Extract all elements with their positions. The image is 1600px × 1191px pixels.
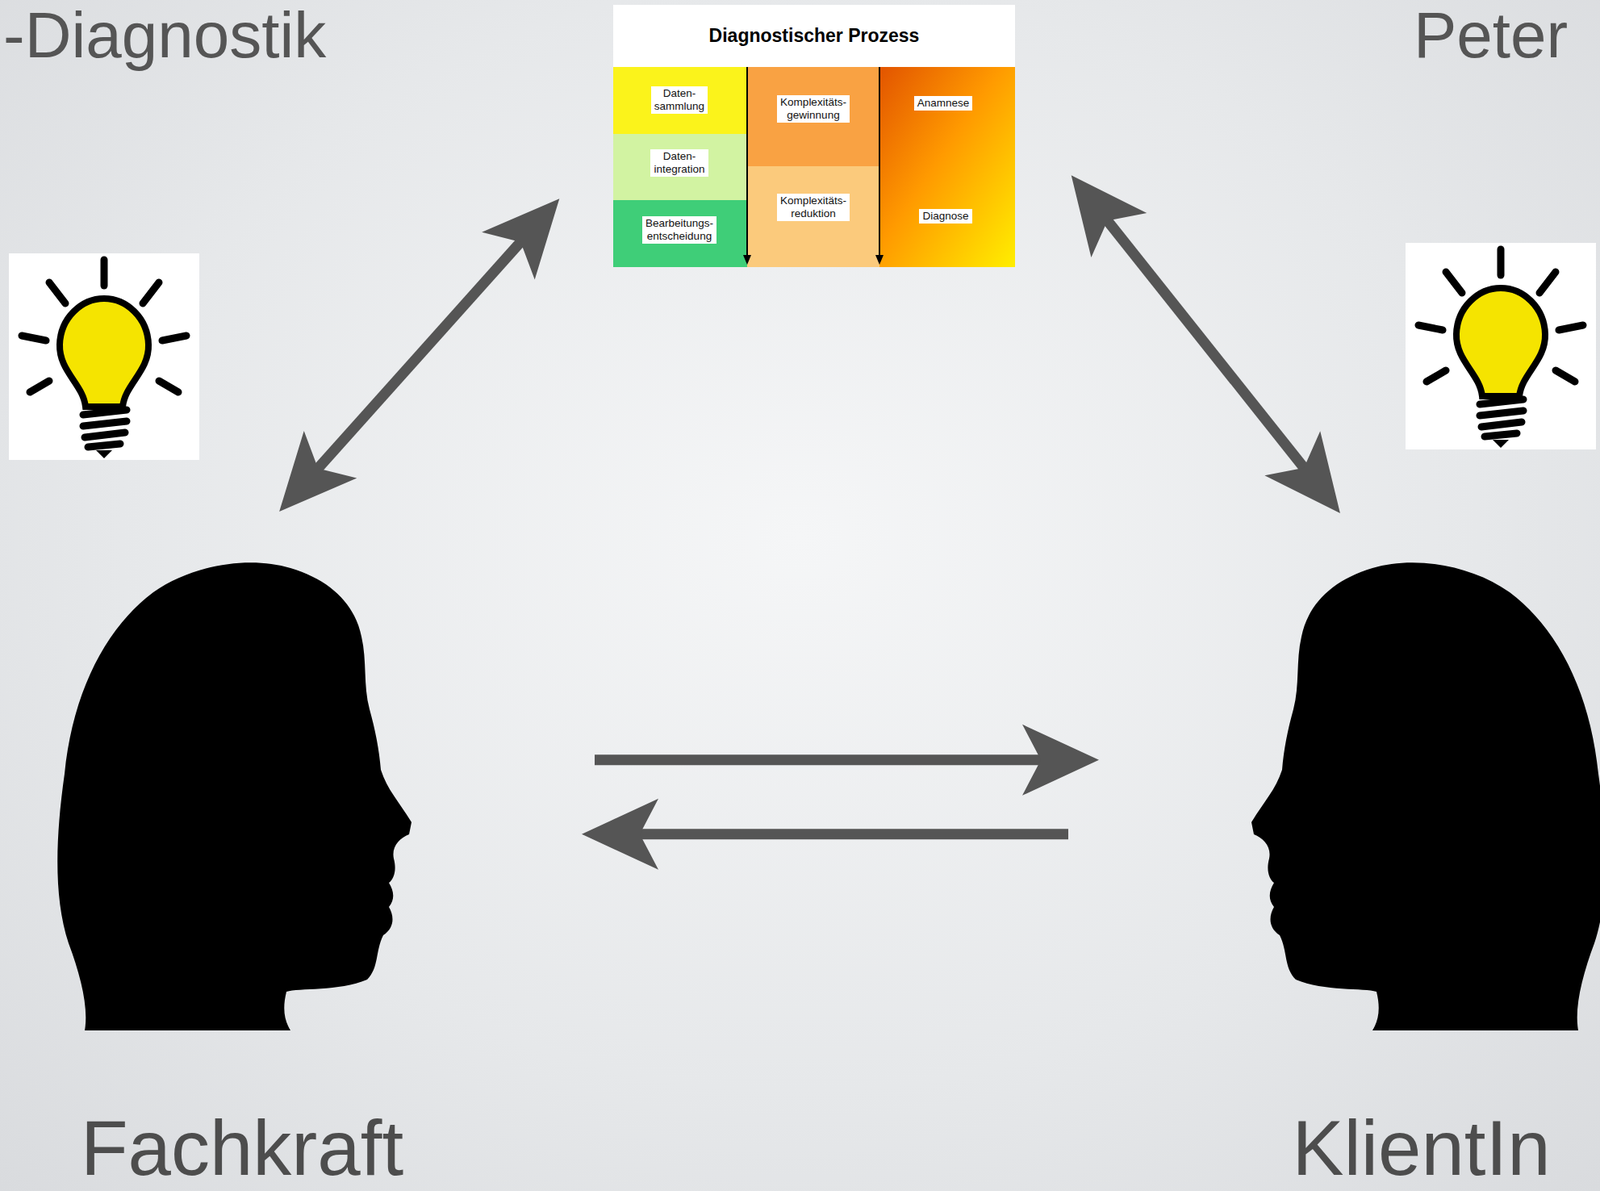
band (613, 133, 748, 201)
band (879, 66, 1016, 268)
connector-line (636, 828, 1069, 840)
step-box: Anamnese (914, 96, 974, 111)
head-silhouette (1251, 562, 1600, 1031)
person-node: KlientIn (1242, 516, 1600, 1191)
band (747, 166, 880, 268)
lightbulb-icon (1405, 242, 1596, 450)
step-box: Daten- sammlung (651, 86, 708, 113)
step-label: Anamnese (917, 96, 970, 110)
flow-head (875, 254, 884, 265)
connector-line (315, 239, 523, 471)
chart-title: Diagnostischer Prozess (613, 4, 1016, 67)
step-label: Komplexitäts- reduktion (780, 194, 847, 220)
chart-title-area (613, 4, 1016, 67)
step-box: Komplexitäts- reduktion (777, 193, 850, 221)
connector-line (1105, 217, 1307, 470)
connector-line (594, 754, 1045, 765)
band (747, 66, 880, 167)
process-panel: Diagnostischer ProzessDaten- sammlungDat… (613, 4, 1016, 268)
head-silhouette (57, 562, 412, 1031)
flow-line (878, 66, 881, 257)
arrow-head (481, 198, 560, 280)
step-box: Diagnose (919, 208, 972, 224)
arrow-head (1264, 430, 1341, 514)
connector-arrow (594, 724, 1099, 796)
header-author: Peter (1413, 0, 1568, 72)
step-box: Komplexitäts- gewinnung (777, 95, 850, 122)
process-chart (613, 4, 1016, 268)
connector-arrow (1071, 175, 1341, 514)
header-title: -Diagnostik (3, 0, 326, 72)
person-node: Fachkraft (48, 516, 436, 1191)
step-label: Daten- integration (653, 150, 705, 176)
lightbulb-icon (8, 253, 200, 460)
arrow-head (1071, 175, 1148, 258)
step-label: Bearbeitungs- entscheidung (645, 217, 714, 243)
flow-head (743, 254, 752, 265)
step-label: Diagnose (922, 209, 969, 223)
person-label: Fachkraft (80, 1105, 404, 1191)
step-label: Komplexitäts- gewinnung (780, 96, 847, 122)
person-label: KlientIn (1291, 1105, 1550, 1191)
step-box: Daten- integration (650, 149, 708, 176)
band (613, 66, 748, 134)
connector-arrow (279, 198, 560, 512)
step-box: Bearbeitungs- entscheidung (642, 216, 717, 243)
connector-arrow (581, 798, 1069, 870)
arrow-head (279, 430, 357, 512)
arrow-head (1022, 724, 1099, 796)
flow-line (746, 66, 748, 257)
arrow-head (581, 798, 659, 870)
band (613, 200, 748, 268)
step-label: Daten- sammlung (654, 87, 705, 113)
